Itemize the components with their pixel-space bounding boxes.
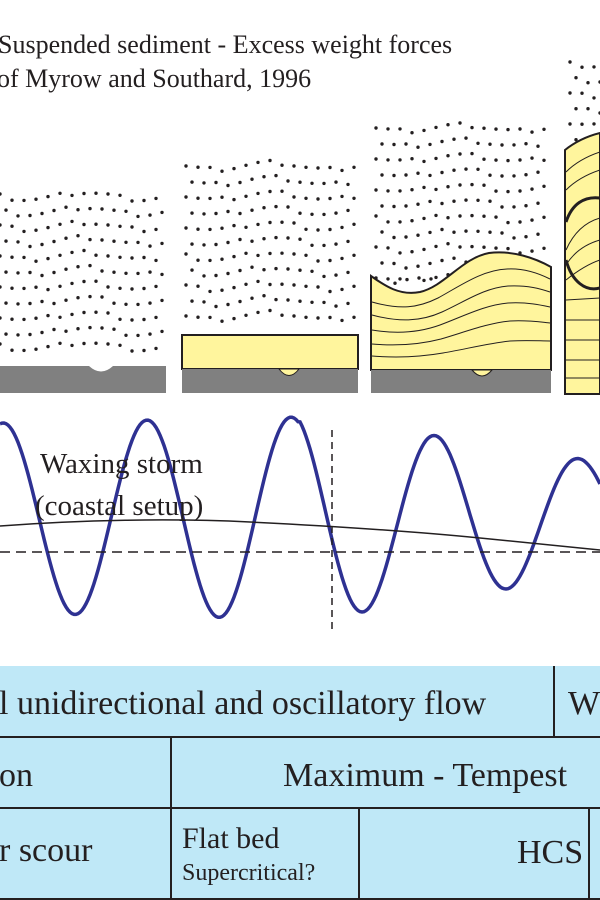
storm-label-line-2: (coastal setup) (35, 490, 204, 522)
table-row-2-cell-1-label: on (0, 757, 33, 794)
table-row-1-cell-2: W (555, 666, 600, 738)
bed-panel-2 (181, 334, 359, 393)
table-row-2-cell-1: on (0, 738, 172, 809)
suspended-sediment-dots (0, 60, 600, 353)
scour-mark-1 (89, 366, 113, 372)
table-row-3-cell-2-sublabel: Supercritical? (182, 860, 316, 886)
base-layer-3 (371, 370, 551, 393)
bed-panel-4 (564, 131, 600, 395)
table-row-3-cell-4 (590, 809, 600, 900)
hummock-surface-4a (564, 196, 600, 223)
table-row-1-cell-2-label: W (568, 685, 600, 722)
storm-label-line-1: Waxing storm (40, 448, 203, 480)
table-row-1-cell-1-label: l unidirectional and oscillatory flow (0, 685, 487, 722)
table-row-2-cell-2-label: Maximum - Tempest (283, 757, 568, 794)
table-row-3-cell-2-label: Flat bed (182, 822, 280, 855)
hummocky-layer (370, 251, 552, 371)
table-row-3-cell-1-label: r scour (0, 832, 93, 869)
scour-fill-2 (277, 368, 301, 376)
diagram-title-line-2: of Myrow and Southard, 1996 (0, 64, 312, 93)
coastal-setup-curve (0, 519, 600, 551)
lamination-lines-4 (565, 151, 600, 379)
bed-panel-1 (0, 366, 166, 393)
scour-fill-3 (470, 369, 494, 377)
base-layer-1 (0, 366, 166, 393)
flat-bed-layer (181, 334, 359, 370)
table-row-3-cell-3-label: HCS (517, 834, 584, 871)
bed-panel-3 (370, 251, 552, 393)
hummock-surface-4b (564, 259, 600, 291)
table-row-3-cell-1: r scour (0, 809, 172, 900)
table-row-1-cell-1: l unidirectional and oscillatory flow (0, 666, 555, 738)
oscillatory-flow-wave (0, 415, 600, 620)
base-layer-2 (182, 369, 358, 393)
lamination-lines-3 (371, 268, 551, 358)
diagram-title-line-1: Suspended sediment - Excess weight force… (0, 30, 453, 59)
table-row-3-cell-2: Flat bed Supercritical? (172, 809, 360, 900)
wave-section (0, 415, 600, 634)
table-row-2-cell-2: Maximum - Tempest (172, 738, 600, 809)
table-row-3-cell-3: HCS (360, 809, 590, 900)
